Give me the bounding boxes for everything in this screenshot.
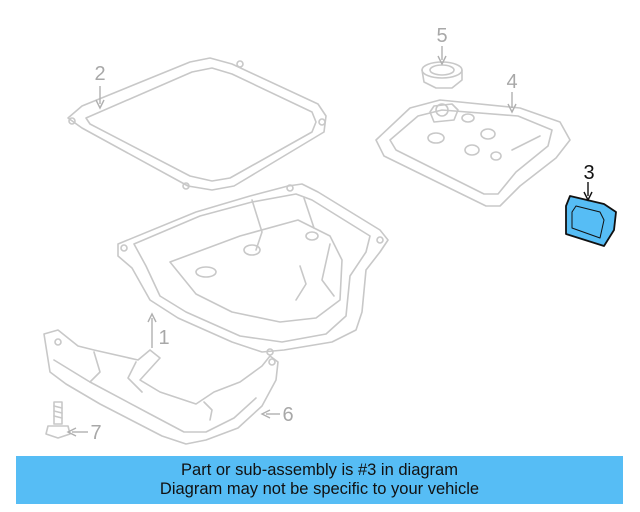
callout-2: 2 xyxy=(94,63,106,110)
part-1-oil-pan xyxy=(117,183,389,356)
callout-5: 5 xyxy=(436,25,448,66)
callout-6: 6 xyxy=(260,404,294,426)
svg-text:4: 4 xyxy=(506,71,517,93)
part-3-highlighted xyxy=(565,195,617,247)
svg-text:7: 7 xyxy=(90,422,101,444)
info-banner: Part or sub-assembly is #3 in diagram Di… xyxy=(16,456,623,504)
svg-text:3: 3 xyxy=(583,162,594,184)
callout-7: 7 xyxy=(66,422,102,444)
callout-4: 4 xyxy=(506,71,518,114)
callout-1: 1 xyxy=(147,312,170,349)
svg-text:2: 2 xyxy=(94,63,105,85)
svg-text:1: 1 xyxy=(158,327,169,349)
callout-3: 3 xyxy=(583,162,595,202)
banner-line-part-number: Part or sub-assembly is #3 in diagram xyxy=(181,461,458,479)
part-5-seal xyxy=(421,61,463,89)
part-6-cover xyxy=(43,329,279,445)
parts-diagram: 1 2 3 4 5 6 7 xyxy=(43,25,617,445)
part-2-gasket xyxy=(67,57,327,191)
part-7-bolt xyxy=(45,401,71,439)
banner-line-disclaimer: Diagram may not be specific to your vehi… xyxy=(159,480,480,498)
svg-text:6: 6 xyxy=(282,404,293,426)
part-4-filter xyxy=(375,99,571,207)
svg-text:5: 5 xyxy=(436,25,447,47)
